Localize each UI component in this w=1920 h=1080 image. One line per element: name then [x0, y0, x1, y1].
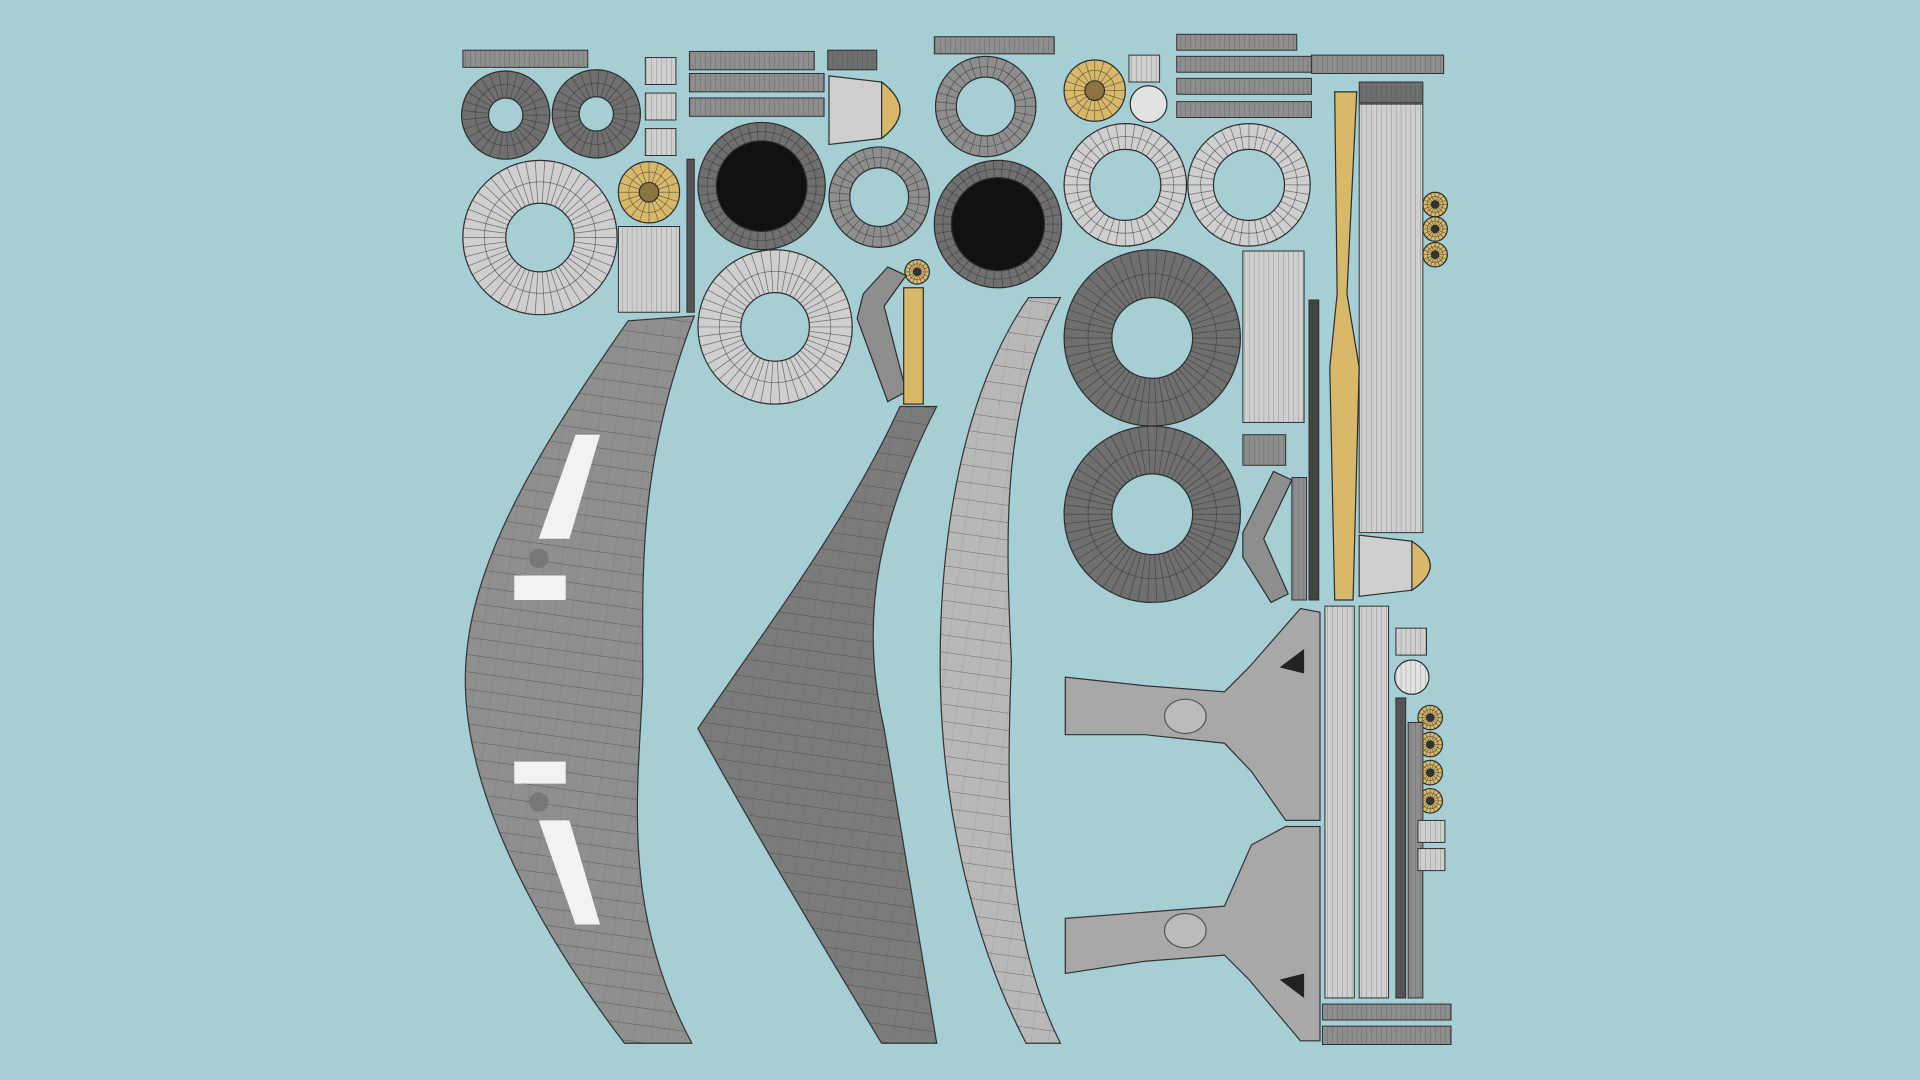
strip-island-wire [645, 57, 676, 85]
bent-bracket [856, 266, 908, 403]
ring-island-hole [1430, 200, 1440, 209]
ring-island-seam [1200, 136, 1298, 234]
ring-island-hole [1425, 768, 1435, 777]
strip-island-wire [1176, 34, 1297, 51]
ring-island-seam [942, 168, 1054, 280]
gold-column [1329, 91, 1360, 601]
strip-island-wire [934, 36, 1055, 54]
ring-island-seam [839, 156, 920, 238]
strip-island-wire [827, 50, 877, 70]
ring-island-seam [1426, 196, 1444, 213]
strip-island-wire [1311, 55, 1444, 74]
ring-island-seam [719, 270, 832, 384]
strip-island-wire [1395, 628, 1427, 656]
strip-island-wire [1322, 1026, 1452, 1045]
strip-island-wire [1322, 1004, 1452, 1020]
ring-island-seam [628, 171, 670, 213]
ring-island-hole [955, 76, 1016, 137]
ring-island-hole [1111, 296, 1194, 379]
strip-island-wire [1242, 251, 1305, 423]
ring-island-seam [1087, 449, 1217, 579]
strip-island-wire [1176, 78, 1312, 95]
strip-island-wire [1242, 434, 1286, 466]
strip-island-wire [1324, 606, 1355, 998]
ring-island-hole [950, 176, 1046, 272]
ring-island-hole [1212, 148, 1286, 222]
ring-island-hole [715, 140, 808, 233]
curved-band-middle [697, 405, 938, 1044]
ring-island-seam [474, 84, 537, 147]
ring-island-hole [740, 292, 810, 362]
ring-island-hole [1089, 148, 1162, 222]
ring-island-seam [1426, 246, 1444, 264]
ring-island-hole [1430, 250, 1440, 259]
strip-island-wire [689, 51, 815, 70]
ring-island-seam [706, 131, 817, 241]
ring-island-hole [1430, 224, 1440, 234]
cone-cap-tip [881, 80, 901, 140]
ring-island-seam [1426, 220, 1444, 238]
ring-island-seam [1421, 709, 1439, 726]
ring-island-seam [908, 263, 926, 281]
strip-island-wire [1308, 300, 1319, 600]
ring-island-hole [1425, 796, 1435, 806]
gold-plate [903, 287, 924, 405]
ring-island-hole [638, 181, 660, 203]
strip-island-wire [1408, 722, 1423, 998]
strip-island-wire [686, 159, 695, 313]
ring-island-hole [912, 267, 922, 277]
strip-island-wire [689, 97, 825, 117]
cap-disc-wire [1394, 660, 1429, 695]
strip-island-wire [1359, 82, 1423, 103]
ring-island-hole [849, 167, 910, 228]
cone-cap-tip [1411, 540, 1431, 592]
bracket-panel-upper [1064, 607, 1321, 822]
ring-island-hole [1084, 80, 1106, 102]
strip-island-wire [1417, 848, 1445, 871]
strip-island-wire [1176, 56, 1312, 73]
strip-island-wire [645, 93, 676, 120]
ring-island-hole [1425, 713, 1435, 722]
ring-island-hole [505, 202, 575, 273]
ring-island-seam [483, 181, 597, 294]
ring-island-hole [1425, 740, 1435, 749]
strip-island-wire [462, 50, 588, 68]
cap-disc [1129, 85, 1168, 124]
strip-island-wire [1359, 104, 1423, 533]
curved-band-left [464, 315, 696, 1044]
strip-island-wire [1417, 820, 1445, 843]
bent-bracket [1242, 470, 1293, 604]
ring-island-hole [487, 97, 524, 133]
bracket-panel-lower [1064, 825, 1321, 1042]
ring-island-seam [1074, 70, 1116, 112]
ring-island-seam [565, 82, 628, 145]
strip-island-wire [1128, 55, 1160, 83]
ring-island-hole [578, 96, 615, 132]
curved-band-right [939, 296, 1062, 1044]
strip-island-wire [1395, 697, 1406, 998]
strip-island-wire [689, 73, 825, 92]
strip-island-wire [1291, 477, 1307, 600]
ring-island-seam [1087, 273, 1217, 403]
strip-island-wire [645, 128, 676, 156]
ring-island-seam [945, 66, 1026, 147]
ring-island-hole [1111, 473, 1194, 556]
strip-island-wire [1359, 606, 1389, 998]
strip-island-wire [618, 226, 680, 313]
strip-island-wire [1176, 101, 1312, 118]
ring-island-seam [1076, 136, 1175, 234]
